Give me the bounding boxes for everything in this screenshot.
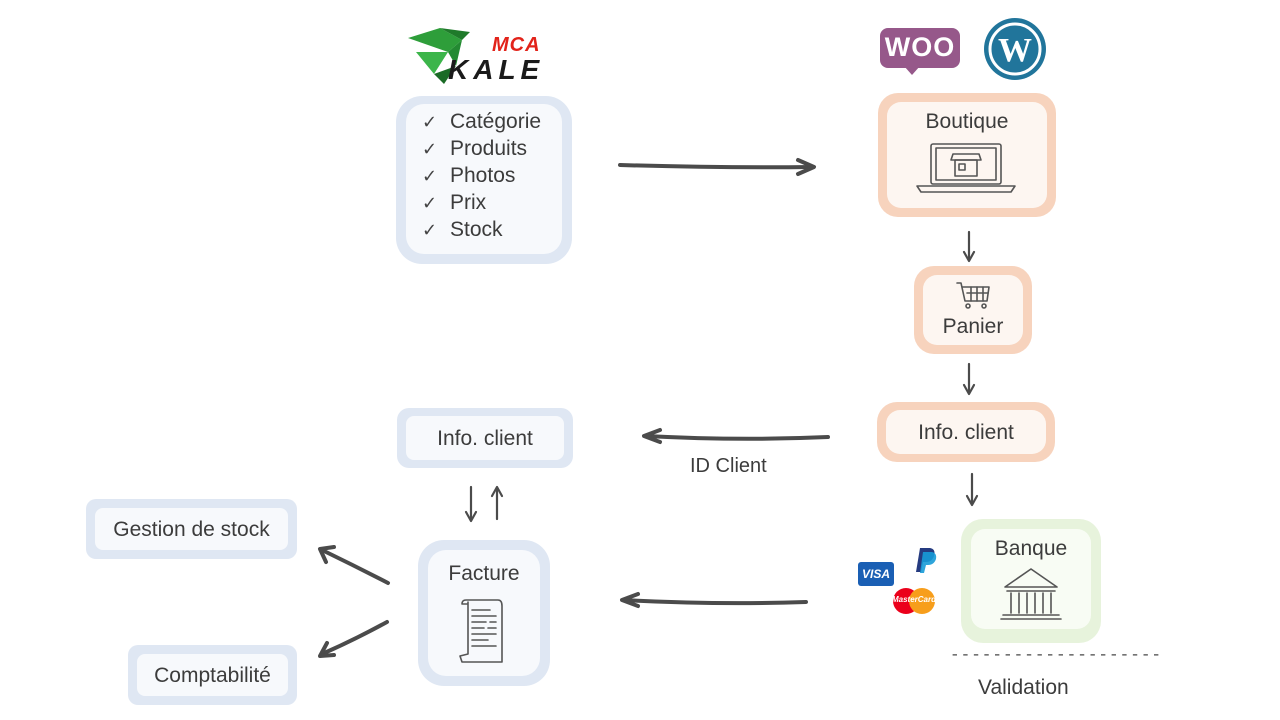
arrow-info-to-banque bbox=[965, 472, 979, 507]
checklist-item: ✓Photos bbox=[422, 162, 541, 189]
panier-label: Panier bbox=[942, 315, 1004, 338]
arrow-info-to-id-client-left bbox=[642, 428, 830, 444]
gestion-stock-node: Gestion de stock bbox=[86, 499, 297, 559]
check-icon: ✓ bbox=[422, 220, 438, 240]
banque-label: Banque bbox=[994, 537, 1068, 560]
checklist-item: ✓Prix bbox=[422, 189, 541, 216]
check-icon: ✓ bbox=[422, 112, 438, 132]
shopping-cart-icon bbox=[956, 282, 990, 309]
checklist-item: ✓Produits bbox=[422, 135, 541, 162]
check-icon: ✓ bbox=[422, 193, 438, 213]
arrow-facture-to-comptabilite bbox=[318, 620, 389, 658]
arrow-facture-to-stock bbox=[318, 545, 390, 585]
comptabilite-node: Comptabilité bbox=[128, 645, 297, 705]
woocommerce-logo: WOO bbox=[880, 28, 960, 75]
wordpress-logo: W bbox=[982, 16, 1048, 82]
banque-node: Banque bbox=[961, 519, 1101, 643]
catalog-checklist: ✓Catégorie ✓Produits ✓Photos ✓Prix ✓Stoc… bbox=[422, 108, 541, 243]
arrow-facture-to-info-up bbox=[490, 485, 504, 521]
catalog-box: ✓Catégorie ✓Produits ✓Photos ✓Prix ✓Stoc… bbox=[396, 96, 572, 264]
wordpress-icon: W bbox=[984, 18, 1046, 80]
id-client-label: ID Client bbox=[690, 455, 767, 477]
facture-label: Facture bbox=[448, 562, 520, 585]
kale-bird-icon bbox=[408, 28, 470, 84]
visa-icon: VISA bbox=[858, 562, 894, 586]
info-client-left-node: Info. client bbox=[397, 408, 573, 468]
facture-node: Facture bbox=[418, 540, 550, 686]
paypal-icon bbox=[914, 546, 938, 574]
bank-icon bbox=[1000, 568, 1062, 620]
kale-name-text: KALE bbox=[448, 54, 545, 85]
arrow-panier-to-info bbox=[962, 362, 976, 396]
arrow-banque-to-facture bbox=[620, 592, 808, 608]
comptabilite-label: Comptabilité bbox=[154, 664, 271, 687]
woo-text: WOO bbox=[884, 32, 956, 62]
checklist-item: ✓Stock bbox=[422, 216, 541, 243]
mastercard-icon: MasterCard bbox=[890, 586, 938, 616]
invoice-icon bbox=[459, 599, 503, 663]
validation-label: Validation bbox=[978, 676, 1069, 699]
checklist-item: ✓Catégorie bbox=[422, 108, 541, 135]
check-icon: ✓ bbox=[422, 166, 438, 186]
laptop-shop-icon bbox=[916, 143, 1016, 193]
arrow-catalog-to-boutique bbox=[618, 158, 816, 176]
info-client-right-node: Info. client bbox=[877, 402, 1055, 462]
arrow-info-to-facture-down bbox=[464, 485, 478, 523]
kale-brand-text: MCA bbox=[492, 34, 541, 56]
gestion-stock-label: Gestion de stock bbox=[113, 518, 270, 541]
svg-text:W: W bbox=[998, 32, 1032, 69]
arrow-boutique-to-panier bbox=[962, 230, 976, 263]
validation-separator: -------------------- bbox=[950, 646, 1163, 664]
boutique-node: Boutique bbox=[878, 93, 1056, 217]
panier-node: Panier bbox=[914, 266, 1032, 354]
info-client-right-label: Info. client bbox=[918, 421, 1014, 444]
kale-logo: MCA KALE bbox=[404, 22, 554, 86]
check-icon: ✓ bbox=[422, 139, 438, 159]
info-client-left-label: Info. client bbox=[437, 427, 533, 450]
boutique-label: Boutique bbox=[925, 110, 1009, 133]
